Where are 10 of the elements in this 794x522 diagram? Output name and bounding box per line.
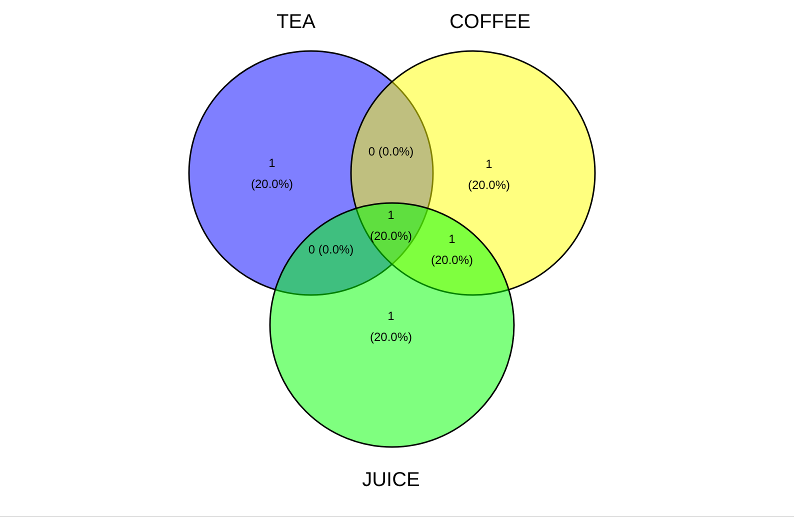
set-heading: JUICE — [362, 470, 420, 490]
set-heading: TEA — [276, 12, 316, 32]
set-heading: COFFEE — [449, 12, 531, 32]
region-count: 1 (20.0%) — [430, 231, 474, 269]
region-count: 1 (20.0%) — [466, 156, 512, 194]
region-count: 1 (20.0%) — [368, 207, 414, 245]
region-count: 0 (0.0%) — [367, 144, 415, 160]
region-count: 1 (20.0%) — [368, 308, 414, 346]
region-count: 0 (0.0%) — [307, 242, 355, 258]
region-count: 1 (20.0%) — [250, 155, 294, 193]
